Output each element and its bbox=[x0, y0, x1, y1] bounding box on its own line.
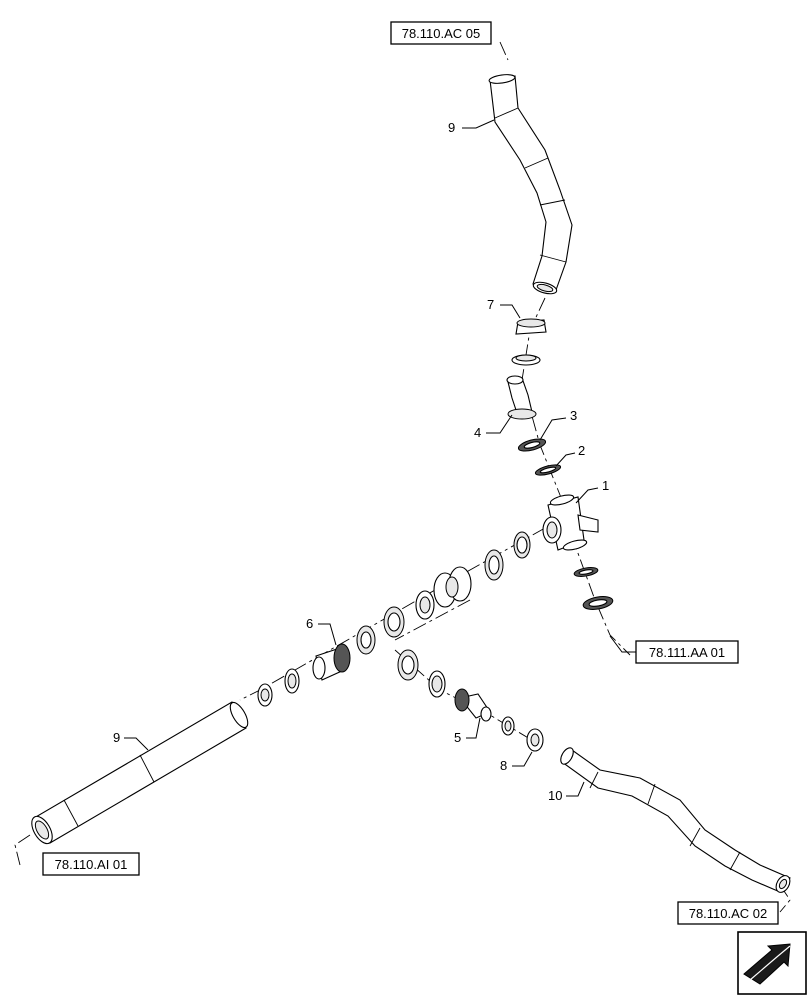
clamp-double bbox=[433, 566, 472, 608]
ring-branch-3 bbox=[415, 590, 435, 620]
tee-fitting-1 bbox=[542, 494, 599, 551]
leader-3 bbox=[539, 417, 567, 441]
leader-5 bbox=[466, 717, 481, 739]
gasket-2 bbox=[534, 464, 562, 476]
ring-lower-1 bbox=[397, 649, 419, 681]
leader-4 bbox=[486, 414, 513, 434]
reference-label-bottom: 78.110.AC 02 bbox=[689, 906, 768, 921]
leader-1 bbox=[575, 487, 599, 504]
callout-7: 7 bbox=[487, 297, 494, 312]
leader-ref-right bbox=[609, 635, 636, 653]
clamp-8 bbox=[526, 728, 544, 752]
ring-branch-5 bbox=[356, 625, 376, 655]
fitting-5 bbox=[454, 688, 492, 722]
ring-lower-2 bbox=[428, 670, 446, 698]
clip-upper bbox=[511, 354, 541, 366]
ring-branch-1 bbox=[513, 531, 531, 559]
ring-lower-right-1 bbox=[573, 567, 599, 577]
reference-label-left: 78.110.AI 01 bbox=[55, 857, 128, 872]
callout-4: 4 bbox=[474, 425, 481, 440]
reference-box-bottom[interactable]: 78.110.AC 02 bbox=[677, 901, 779, 925]
centerline-top bbox=[499, 41, 509, 61]
leader-9-top bbox=[462, 119, 495, 129]
callout-2: 2 bbox=[578, 443, 585, 458]
clip-left-2 bbox=[257, 683, 273, 707]
top-hose bbox=[488, 74, 573, 295]
leader-9-left bbox=[124, 737, 149, 751]
leader-7 bbox=[500, 304, 521, 319]
callout-5: 5 bbox=[454, 730, 461, 745]
right-hose bbox=[560, 747, 791, 893]
leader-2 bbox=[555, 452, 576, 467]
ring-branch-2 bbox=[484, 549, 504, 581]
leader-10 bbox=[566, 781, 585, 797]
callout-10: 10 bbox=[548, 788, 562, 803]
left-hose bbox=[31, 701, 249, 845]
reference-box-top[interactable]: 78.110.AC 05 bbox=[390, 21, 492, 45]
callout-8: 8 bbox=[500, 758, 507, 773]
centerline-vertical bbox=[521, 297, 631, 656]
reference-box-left[interactable]: 78.110.AI 01 bbox=[42, 852, 140, 876]
centerline-cross bbox=[394, 599, 471, 641]
ring-branch-4 bbox=[383, 606, 405, 638]
fitting-6 bbox=[312, 643, 351, 681]
reference-box-right[interactable]: 78.111.AA 01 bbox=[635, 640, 739, 664]
clip-lower bbox=[501, 716, 515, 736]
clip-left-1 bbox=[284, 668, 300, 694]
leader-8 bbox=[512, 751, 533, 767]
callout-3: 3 bbox=[570, 408, 577, 423]
callout-9-top: 9 bbox=[448, 120, 455, 135]
ring-lower-right-2 bbox=[582, 596, 614, 610]
next-page-arrow-icon[interactable] bbox=[737, 931, 807, 995]
reference-label-right: 78.111.AA 01 bbox=[649, 645, 725, 660]
callout-1: 1 bbox=[602, 478, 609, 493]
clamp-7 bbox=[515, 318, 547, 335]
reference-label-top: 78.110.AC 05 bbox=[402, 26, 481, 41]
gasket-3 bbox=[517, 438, 547, 452]
callout-9-left: 9 bbox=[113, 730, 120, 745]
elbow-fitting-4 bbox=[506, 375, 537, 420]
centerline-left-end bbox=[14, 834, 31, 866]
callout-6: 6 bbox=[306, 616, 313, 631]
leader-6 bbox=[318, 623, 337, 646]
